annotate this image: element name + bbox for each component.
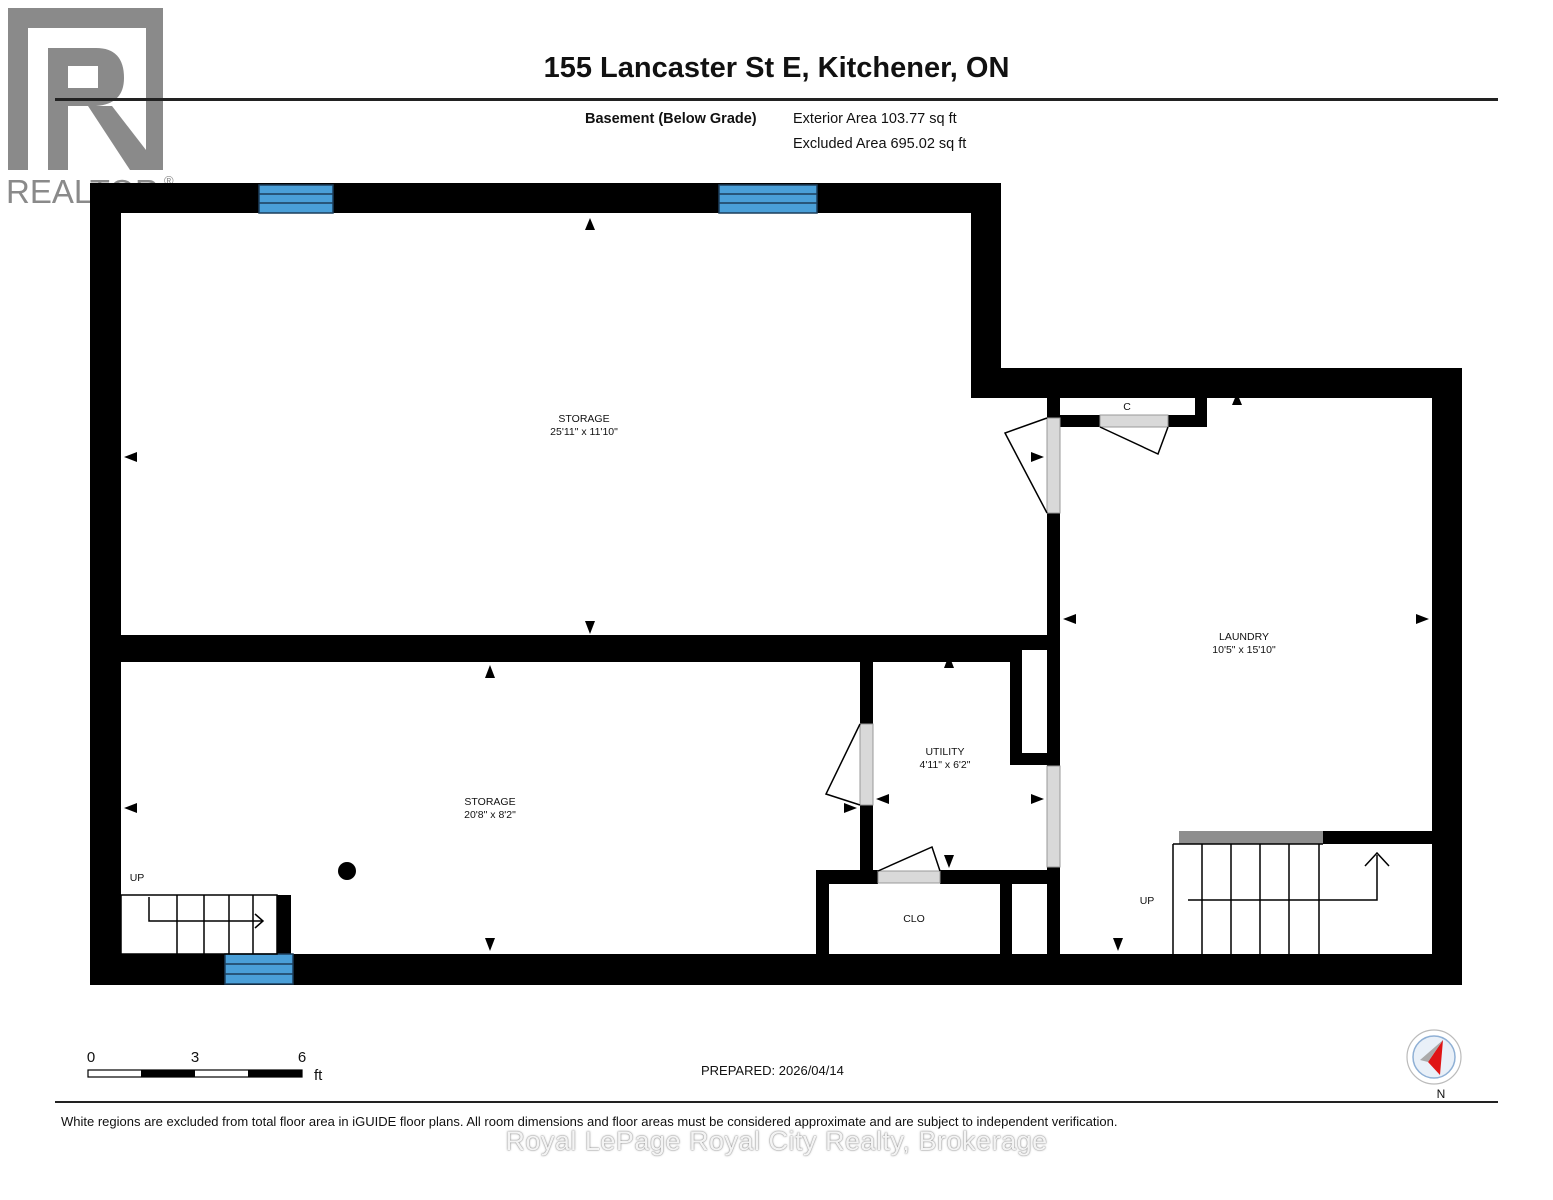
disclaimer-text: White regions are excluded from total fl… (61, 1114, 1118, 1129)
windows (224, 184, 818, 985)
door-swing (877, 845, 941, 872)
room-dimensions: 20'8" x 8'2" (464, 809, 516, 821)
dimension-markers (124, 218, 1429, 951)
window (258, 184, 334, 214)
support-post (338, 862, 356, 880)
room-name: STORAGE (558, 413, 609, 425)
scale-label: 0 (87, 1049, 95, 1066)
scale-unit: ft (314, 1067, 323, 1084)
door-opening (1099, 414, 1169, 428)
window (718, 184, 818, 214)
door-opening (1046, 417, 1061, 514)
walls (90, 183, 1462, 985)
window (224, 953, 294, 985)
compass-icon: N (1406, 1029, 1462, 1101)
room-name: LAUNDRY (1219, 631, 1269, 643)
door-swing (824, 723, 861, 806)
header-divider (55, 98, 1498, 101)
stairs-right (1172, 843, 1390, 954)
door-swings (824, 417, 1169, 872)
room-name: CLO (903, 913, 925, 925)
room-name: UTILITY (925, 746, 964, 758)
room-labels: STORAGE 25'11" x 11'10" STORAGE 20'8" x … (130, 401, 1276, 925)
stair-landing (1179, 831, 1323, 844)
room-dimensions: 10'5" x 15'10" (1212, 644, 1276, 656)
scale-label: 6 (298, 1049, 306, 1066)
registered-mark: ® (164, 173, 174, 188)
prepared-date: PREPARED: 2026/04/14 (701, 1063, 844, 1078)
stairs-left (120, 894, 278, 955)
scale-bar: 0 3 6 ft (87, 1049, 323, 1084)
door-opening (877, 870, 941, 884)
stairs-label: UP (1140, 895, 1155, 907)
door-opening (1046, 765, 1061, 868)
room-name: STORAGE (464, 796, 515, 808)
door-swing (1003, 417, 1048, 514)
page-title: 155 Lancaster St E, Kitchener, ON (543, 52, 1010, 84)
room-dimensions: 4'11" x 6'2" (920, 759, 971, 771)
excluded-area: Excluded Area 695.02 sq ft (793, 136, 967, 152)
floor-label: Basement (Below Grade) (585, 111, 757, 127)
compass-north-label: N (1437, 1087, 1446, 1101)
door-openings (859, 414, 1169, 884)
stairs-label: UP (130, 872, 145, 884)
exterior-area: Exterior Area 103.77 sq ft (793, 111, 957, 127)
brokerage-watermark: Royal LePage Royal City Realty, Brokerag… (505, 1126, 1048, 1156)
door-opening (859, 723, 874, 806)
room-name: C (1123, 401, 1131, 413)
room-dimensions: 25'11" x 11'10" (550, 426, 618, 438)
scale-label: 3 (191, 1049, 199, 1066)
footer-divider (55, 1101, 1498, 1103)
door-swing (1099, 426, 1169, 456)
